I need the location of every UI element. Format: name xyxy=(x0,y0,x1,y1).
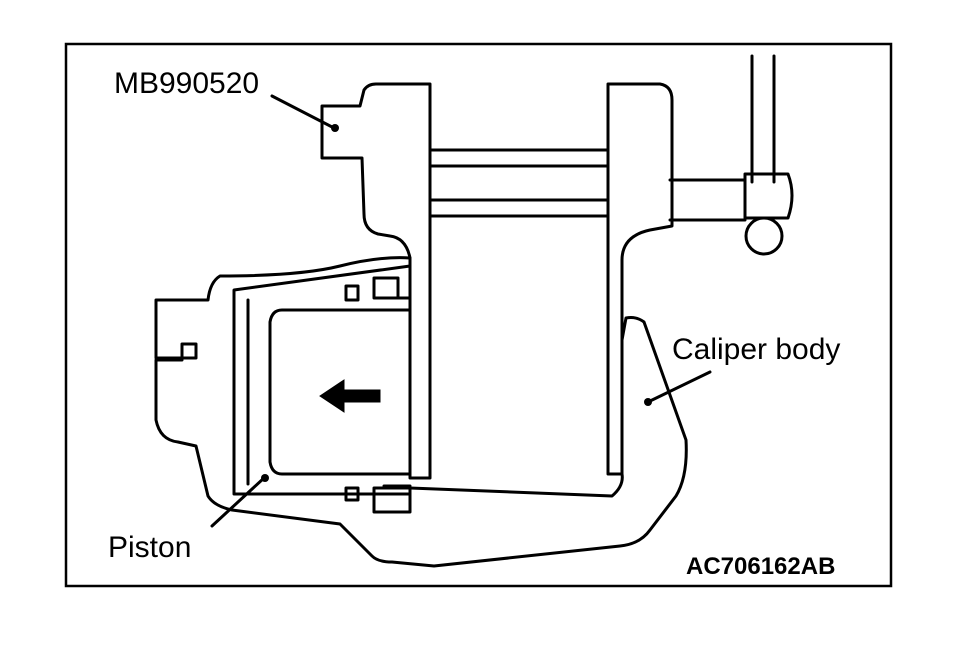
leader-tool xyxy=(270,94,339,132)
leader-piston xyxy=(210,474,269,528)
tool-left-jaw xyxy=(320,82,432,480)
handle-knob xyxy=(743,172,794,256)
caliper-body-outline xyxy=(154,256,688,568)
figure-frame xyxy=(64,42,893,588)
piston-body xyxy=(268,308,412,476)
seal-grooves xyxy=(344,276,412,514)
label-piston: Piston xyxy=(108,531,191,564)
handle-rod xyxy=(750,54,776,184)
arrow-left-icon xyxy=(319,379,381,413)
screw-shaft xyxy=(668,178,747,222)
leader-caliper-body xyxy=(644,370,712,406)
label-caliper-body: Caliper body xyxy=(672,333,840,366)
caliper-cavity xyxy=(232,264,624,498)
tool-right-jaw xyxy=(606,82,674,476)
label-tool: MB990520 xyxy=(114,67,259,100)
tool-cross-bars xyxy=(428,148,610,218)
figure-code: AC706162AB xyxy=(686,553,835,580)
